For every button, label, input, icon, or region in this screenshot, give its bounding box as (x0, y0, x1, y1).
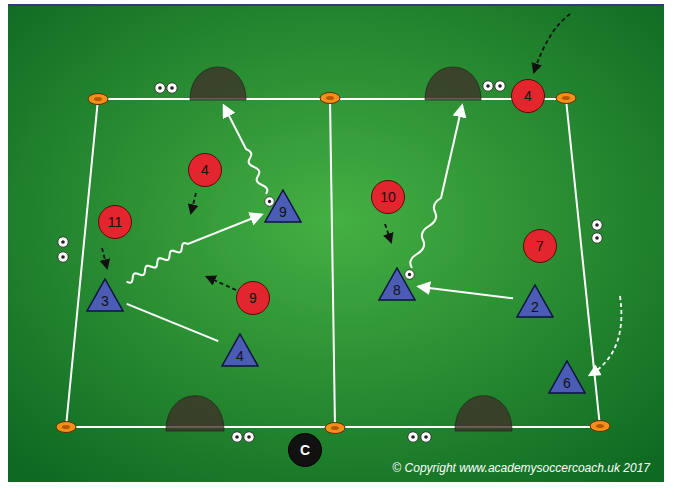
blue-player: 2 (516, 284, 554, 318)
pass-line (419, 287, 513, 299)
player-number: 4 (201, 163, 209, 177)
blue-player: 6 (548, 360, 586, 394)
movement-arrows (102, 14, 570, 290)
small-goals (166, 67, 512, 431)
player-number: 3 (101, 294, 109, 308)
player-triangle-shape (549, 361, 585, 393)
player-triangle-shape (517, 285, 553, 317)
pass-line (127, 215, 262, 283)
player-triangle-shape (265, 190, 301, 222)
blue-player: 9 (264, 189, 302, 223)
player-number: 9 (279, 205, 287, 219)
red-player: 11 (98, 205, 132, 239)
movement-arrow (590, 296, 621, 375)
red-player: 4 (511, 79, 545, 113)
cones (56, 93, 610, 434)
blue-player: 3 (86, 278, 124, 312)
player-number: 10 (380, 190, 396, 204)
coach-label: C (300, 443, 310, 457)
red-player: 9 (236, 281, 270, 315)
dribble-and-shot-arrows (224, 106, 462, 268)
frame-line (8, 4, 664, 6)
pitch-lines (66, 99, 600, 427)
blue-player: 8 (378, 267, 416, 301)
player-number: 9 (249, 291, 257, 305)
player-number: 6 (563, 376, 571, 390)
player-triangle-shape (379, 268, 415, 300)
red-player: 7 (523, 229, 557, 263)
player-number: 2 (531, 300, 539, 314)
player-triangle-shape (222, 334, 258, 366)
player-number: 7 (536, 239, 544, 253)
copyright-note: © Copyright www.academysoccercoach.uk 20… (392, 461, 650, 475)
pass-line (127, 304, 218, 341)
balls (58, 81, 602, 442)
coach-marker: C (288, 433, 322, 467)
red-player: 10 (371, 180, 405, 214)
player-number: 4 (524, 89, 532, 103)
red-player: 4 (188, 153, 222, 187)
player-number: 11 (108, 215, 123, 229)
player-triangle-shape (87, 279, 123, 311)
blue-player: 4 (221, 333, 259, 367)
player-number: 4 (236, 349, 244, 363)
player-number: 8 (393, 283, 401, 297)
grass (8, 6, 664, 482)
